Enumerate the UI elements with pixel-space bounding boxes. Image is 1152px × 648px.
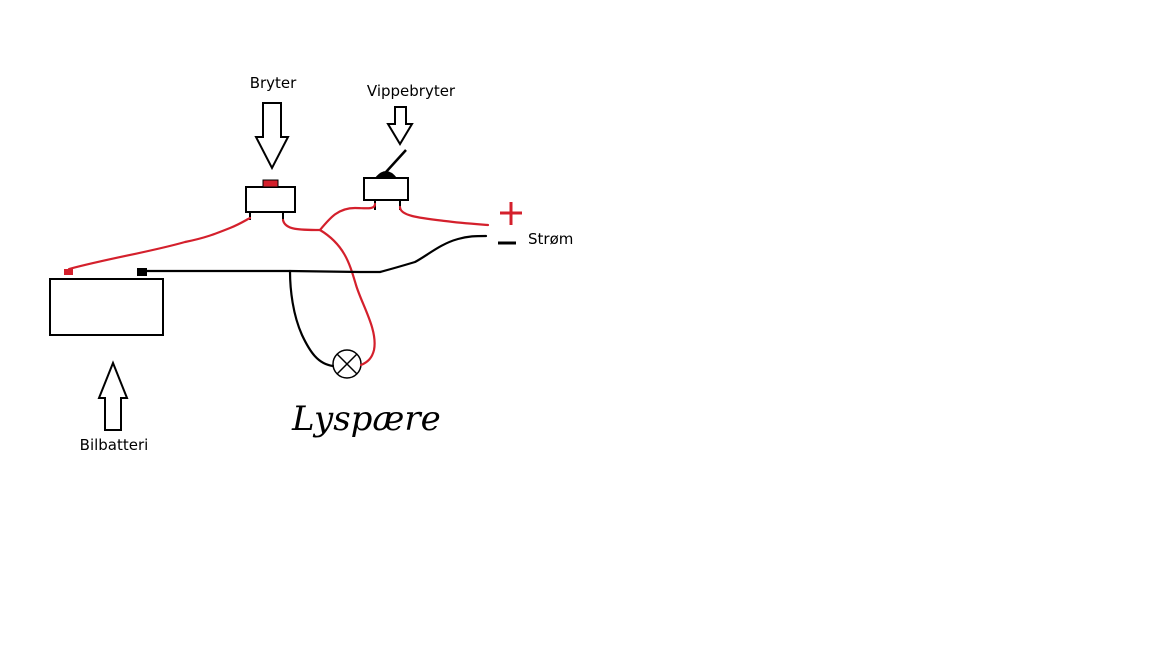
wire-junction-to-bulb — [318, 228, 376, 367]
wire-battery-to-bryter — [67, 216, 252, 271]
push-button-cap — [262, 179, 279, 188]
wire-ground-to-bulb — [288, 269, 335, 368]
wire-junction-to-vippebryter — [318, 202, 377, 232]
label-bryter: Bryter — [250, 74, 297, 92]
toggle-switch-body — [363, 177, 409, 201]
label-strom: Strøm — [528, 230, 573, 248]
arrow-down-icon — [254, 102, 290, 171]
arrow-up-icon — [97, 360, 129, 431]
wire-battery-to-minus — [145, 234, 488, 274]
positive-wires — [67, 202, 490, 367]
label-vippebryter: Vippebryter — [367, 82, 456, 100]
toggle-switch-lever — [385, 149, 407, 173]
push-button-switch — [245, 179, 296, 220]
toggle-switch-base — [375, 171, 397, 178]
toggle-switch — [363, 149, 409, 210]
battery-negative-terminal — [137, 268, 147, 276]
push-button-body — [245, 186, 296, 213]
arrows — [97, 102, 414, 431]
battery-positive-terminal — [64, 269, 73, 275]
light-bulb — [332, 349, 362, 379]
wire-bryter-to-junction — [281, 218, 322, 232]
negative-wires — [145, 234, 488, 368]
wire-vippebryter-to-plus — [398, 205, 490, 227]
label-lyspare: Lyspære — [291, 399, 441, 439]
label-bilbatteri: Bilbatteri — [80, 436, 149, 454]
car-battery — [49, 268, 164, 336]
battery-body — [49, 278, 164, 336]
terminal-signs — [498, 202, 522, 245]
arrow-down-icon — [386, 106, 414, 146]
